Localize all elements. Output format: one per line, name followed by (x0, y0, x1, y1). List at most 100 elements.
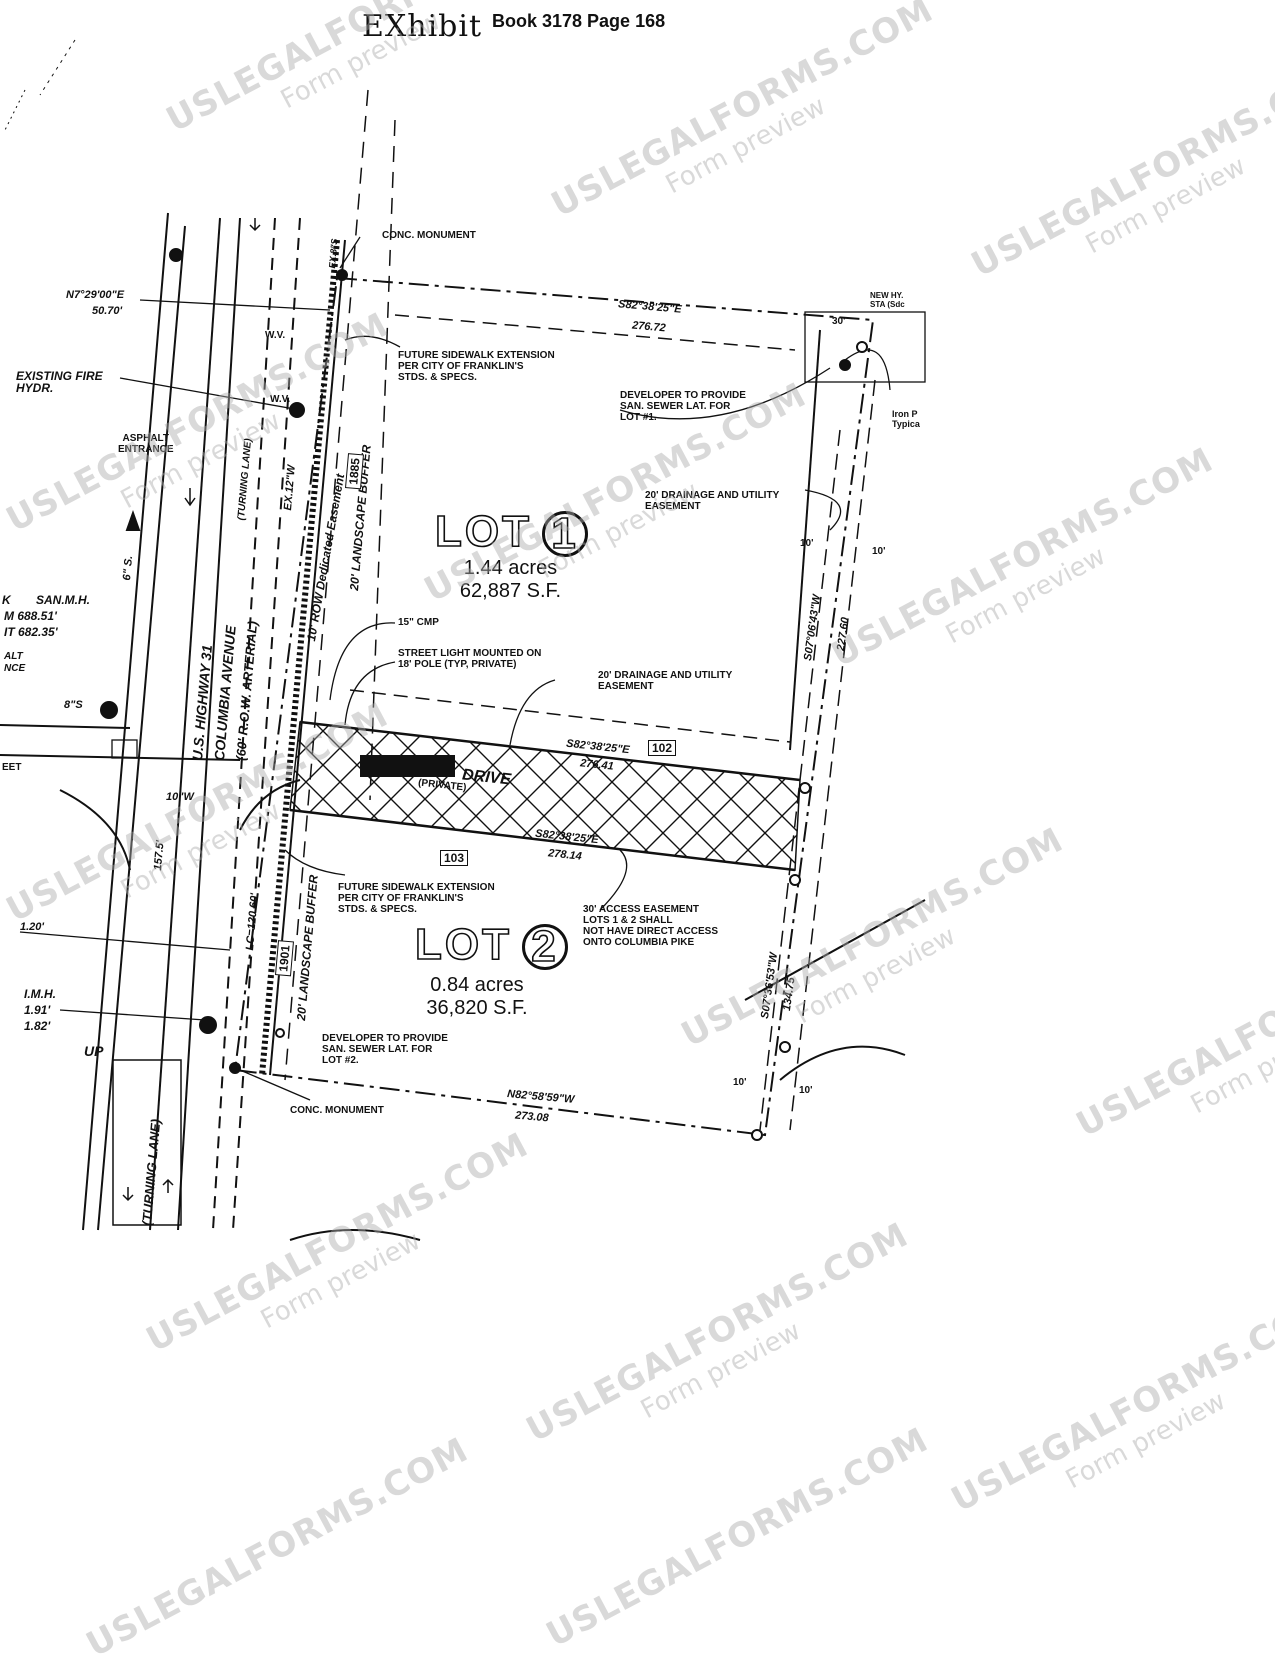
leader (59, 1009, 206, 1021)
monument (169, 248, 183, 262)
leader (339, 236, 361, 269)
monument (289, 402, 305, 418)
leader (744, 899, 926, 1001)
monument (100, 701, 118, 719)
leader (329, 622, 396, 701)
monument (336, 269, 348, 281)
manhole-2-value-1: 1.91' (24, 1003, 51, 1017)
invert-elevation: IT 682.35' (4, 625, 58, 639)
box-103: 103 (440, 850, 469, 866)
lot-1-acres: 1.44 acres (463, 557, 558, 579)
box-1885: 1885 (345, 453, 364, 490)
developer-note-2: DEVELOPER TO PROVIDE SAN. SEWER LAT. FOR… (322, 1033, 448, 1066)
street-line (0, 724, 131, 729)
k-label: K (2, 593, 11, 607)
monument (229, 1062, 241, 1074)
leader (509, 679, 556, 746)
lot-2-number: 2 (521, 924, 568, 971)
conc-monument-bottom-note: CONC. MONUMENT (290, 1105, 384, 1116)
leader (284, 849, 346, 876)
monument (199, 1016, 217, 1034)
handwritten-exhibit: EXhibit (362, 9, 483, 44)
ten-foot-4: 10' (799, 1085, 813, 1096)
scratch (4, 89, 26, 131)
leader (599, 849, 628, 911)
ten-foot-1: 10' (800, 538, 814, 549)
pin (839, 359, 851, 371)
street-label: EET (2, 762, 22, 773)
box-102: 102 (648, 740, 677, 756)
existing-fire-hydrant-label: EXISTING FIRE HYDR. (16, 369, 103, 395)
developer-note-1: DEVELOPER TO PROVIDE SAN. SEWER LAT. FOR… (620, 390, 746, 423)
water-valve-2-label: W.V. (270, 394, 291, 405)
ten-foot-3: 10' (733, 1077, 747, 1088)
drainage-note-1: 20' DRAINAGE AND UTILITY EASEMENT (645, 490, 780, 512)
street-light-note: STREET LIGHT MOUNTED ON 18' POLE (TYP, P… (398, 648, 542, 670)
road-line (212, 217, 276, 1231)
iron-pin-label: Iron P Typica (892, 409, 920, 429)
pin (275, 1028, 285, 1038)
row-line (269, 239, 346, 1076)
arrow-mark (162, 1178, 174, 1193)
lot-boundary (233, 277, 875, 1137)
leader (239, 1069, 311, 1101)
box-1901: 1901 (275, 940, 294, 977)
road-line (177, 217, 241, 1231)
ten-foot-2: 10' (872, 546, 886, 557)
curve (289, 1229, 421, 1241)
pin (799, 782, 811, 794)
new-hydrant-label: NEW HY. STA (Sdc (870, 291, 905, 309)
road-line (232, 217, 301, 1231)
sewer-8-label: 8"S (64, 699, 83, 711)
lot-1-sqft: 62,887 S.F. (459, 580, 562, 602)
leader (844, 349, 891, 391)
drive-line (289, 808, 796, 872)
pin (751, 1129, 763, 1141)
drive-line (299, 720, 801, 782)
asphalt-entrance-label: ASPHALT ENTRANCE (118, 433, 174, 455)
book-page-reference: Book 3178 Page 168 (492, 11, 666, 31)
leader (344, 335, 401, 348)
lot-easement-line (759, 429, 841, 1131)
six-inch-sewer-label: 6" S. (121, 555, 136, 581)
access-easement-note: 30' ACCESS EASEMENT LOTS 1 & 2 SHALL NOT… (583, 904, 719, 948)
lot-1-area: 1.44 acres 62,887 S.F. (438, 557, 583, 603)
manhole-2-value-2: 1.82' (24, 1019, 51, 1033)
sidewalk-note-1: FUTURE SIDEWALK EXTENSION PER CITY OF FR… (398, 350, 555, 383)
leader (619, 367, 831, 420)
curve (239, 779, 301, 831)
redaction (360, 755, 455, 777)
leader (119, 377, 301, 411)
lot-2-area: 0.84 acres 36,820 S.F. (402, 974, 552, 1020)
leader (19, 931, 231, 951)
leader (139, 299, 331, 311)
water-10-label: 10"W (166, 791, 194, 803)
leader (344, 661, 396, 726)
row-line (259, 239, 340, 1076)
pin (856, 341, 868, 353)
drainage-line (349, 689, 791, 743)
sidewalk-note-2: FUTURE SIDEWALK EXTENSION PER CITY OF FR… (338, 882, 495, 915)
sanitary-manhole-label: SAN.M.H. (36, 593, 90, 607)
bearing-north-top: N7°29'00"E (66, 289, 125, 301)
curve (779, 1045, 906, 1081)
arrow-mark (249, 218, 261, 232)
drainage-note-2: 20' DRAINAGE AND UTILITY EASEMENT (598, 670, 733, 692)
arrow-mark (122, 1187, 134, 1202)
lot-2-sqft: 36,820 S.F. (426, 997, 528, 1019)
road-line (149, 217, 221, 1231)
cmp-note: 15" CMP (398, 617, 439, 628)
thirty-foot: 30' (832, 316, 846, 327)
leader (804, 489, 842, 531)
buffer-line (369, 119, 396, 801)
curve (59, 789, 131, 871)
utility-pole-label: UP (84, 1043, 104, 1059)
distance-1-20: 1.20' (20, 921, 45, 933)
pin (779, 1041, 791, 1053)
scratch (39, 39, 76, 96)
utility-box (804, 311, 926, 383)
conc-monument-top-note: CONC. MONUMENT (382, 230, 476, 241)
manhole-2-label: I.M.H. (24, 987, 56, 1001)
